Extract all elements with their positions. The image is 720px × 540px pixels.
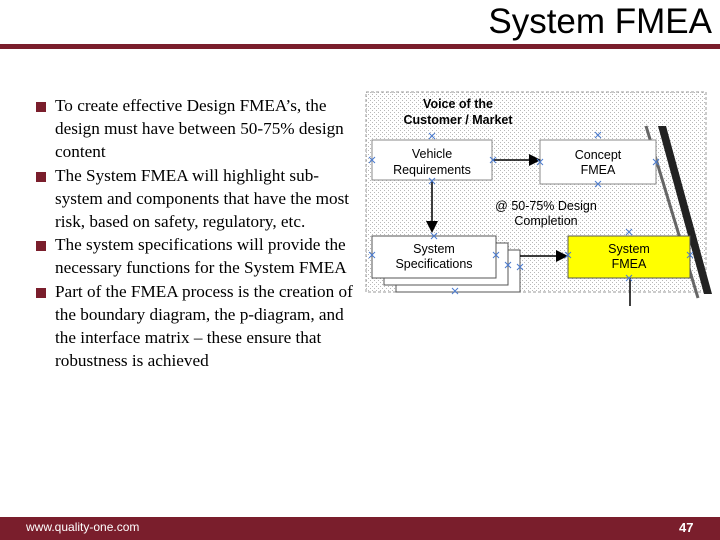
diagonal-stripe-shape — [658, 126, 712, 294]
diagram-frame — [365, 91, 707, 293]
square-bullet-icon — [36, 171, 46, 182]
bullet-text: Part of the FMEA process is the creation… — [55, 281, 353, 371]
vehicle-requirements-label: Vehicle — [412, 147, 452, 161]
bullet-item: The system specifications will provide t… — [35, 233, 357, 279]
bullet-text: The System FMEA will highlight sub-syste… — [55, 165, 350, 232]
system-specifications-box — [371, 235, 497, 279]
bullet-item: The System FMEA will highlight sub-syste… — [35, 164, 357, 234]
bullet-text: The system specifications will provide t… — [55, 235, 347, 278]
bullet-list: To create effective Design FMEA’s, the d… — [35, 94, 357, 372]
voice-of-customer-label: Voice of the — [423, 97, 493, 111]
title-divider — [0, 44, 720, 49]
system-fmea-label: System — [608, 242, 650, 256]
page-number: 47 — [679, 520, 694, 535]
footer-bar: www.quality-one.com 47 — [0, 517, 720, 540]
slide-title: System FMEA — [488, 2, 712, 41]
bullet-item: Part of the FMEA process is the creation… — [35, 280, 357, 373]
system-fmea-label: FMEA — [612, 257, 647, 271]
system-specifications-label: Specifications — [395, 257, 472, 271]
system-specifications-label: System — [413, 242, 455, 256]
vehicle-requirements-box — [371, 139, 493, 181]
concept-fmea-box — [539, 139, 657, 185]
vehicle-requirements-label: Requirements — [393, 163, 471, 177]
bullet-item: To create effective Design FMEA’s, the d… — [35, 94, 357, 164]
square-bullet-icon — [36, 287, 46, 298]
footer-url: www.quality-one.com — [26, 520, 140, 534]
fmea-flow-diagram: Voice of the Customer / Market Vehicle R… — [365, 91, 712, 306]
concept-fmea-label: FMEA — [581, 163, 616, 177]
system-fmea-box — [567, 235, 691, 279]
concept-fmea-label: Concept — [575, 148, 622, 162]
handle-marks — [368, 131, 694, 295]
milestone-label: Completion — [514, 214, 577, 228]
bullet-text: To create effective Design FMEA’s, the d… — [55, 96, 344, 162]
milestone-label: @ 50-75% Design — [495, 199, 597, 213]
square-bullet-icon — [36, 241, 46, 252]
voice-of-customer-label: Customer / Market — [403, 113, 513, 127]
square-bullet-icon — [36, 102, 46, 112]
